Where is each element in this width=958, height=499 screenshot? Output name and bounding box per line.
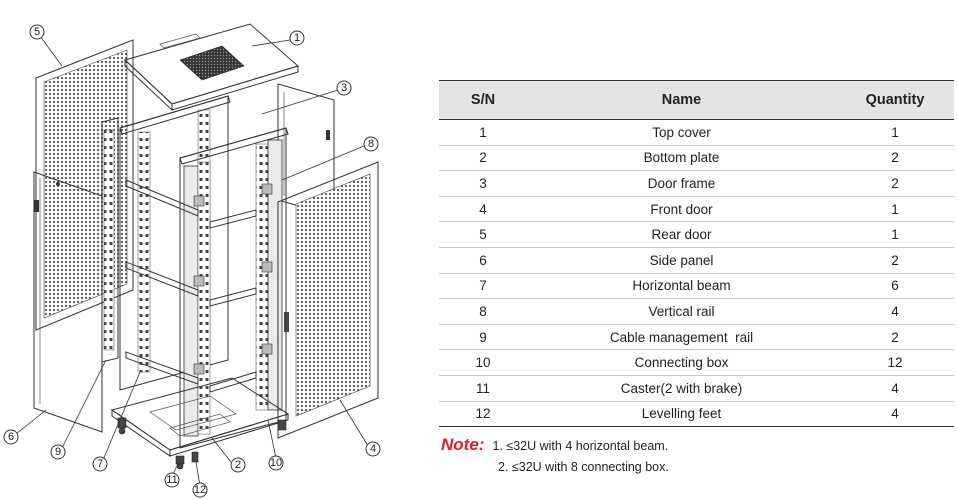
note-label: Note: [441,435,485,454]
cell-quantity: 6 [836,273,954,300]
bottom-plate [110,377,290,457]
cell-quantity: 4 [836,401,954,428]
cell-sn: 2 [439,145,527,172]
svg-text:6: 6 [8,431,14,443]
horizontal-beams [125,179,257,393]
cell-sn: 4 [439,196,527,223]
cell-name: Cable management rail [527,324,836,351]
cell-name: Bottom plate [527,145,836,172]
callout-10: 10 [268,455,284,471]
callout-12: 12 [192,482,208,498]
svg-text:12: 12 [194,484,206,496]
svg-text:7: 7 [97,458,103,470]
cell-sn: 9 [439,324,527,351]
cell-quantity: 12 [836,349,954,376]
svg-text:3: 3 [341,82,347,94]
header-quantity: Quantity [836,80,954,120]
cell-sn: 6 [439,247,527,274]
callout-9: 9 [50,444,66,460]
cell-sn: 1 [439,119,527,146]
header-sn: S/N [439,80,527,120]
cell-sn: 7 [439,273,527,300]
front-door [277,161,379,439]
callout-8: 8 [363,136,379,152]
cell-sn: 8 [439,298,527,325]
cell-quantity: 1 [836,196,954,223]
cell-name: Rear door [527,221,836,248]
cell-quantity: 1 [836,221,954,248]
cell-sn: 11 [439,375,527,402]
svg-text:11: 11 [166,474,177,486]
svg-text:1: 1 [294,32,300,44]
callout-2: 2 [230,457,246,473]
cell-quantity: 2 [836,170,954,197]
cell-sn: 12 [439,401,527,428]
cell-quantity: 4 [836,298,954,325]
svg-text:8: 8 [368,138,374,150]
svg-text:10: 10 [270,457,282,469]
rear-frame [119,95,231,391]
svg-text:9: 9 [55,446,61,458]
header-name: Name [527,80,836,120]
cell-name: Caster(2 with brake) [527,375,836,402]
side-panel [33,171,103,433]
cell-sn: 10 [439,349,527,376]
note-text-2: 2. ≤32U with 8 connecting box. [498,460,669,474]
cell-name: Vertical rail [527,298,836,325]
cell-quantity: 2 [836,247,954,274]
connecting-boxes [193,183,273,375]
cell-quantity: 2 [836,324,954,351]
cell-name: Levelling feet [527,401,836,428]
callout-7: 7 [92,456,108,472]
cell-name: Connecting box [527,349,836,376]
cell-quantity: 4 [836,375,954,402]
callout-6: 6 [3,429,19,445]
note-block: Note: 1. ≤32U with 4 horizontal beam. 2. … [441,434,669,478]
svg-text:2: 2 [235,459,241,471]
svg-text:4: 4 [370,443,376,455]
cell-name: Door frame [527,170,836,197]
cell-name: Front door [527,196,836,223]
callout-11: 11 [164,472,180,488]
cell-name: Top cover [527,119,836,146]
callout-5: 5 [29,24,45,40]
cabinet-exploded-diagram: 1 2 3 4 5 6 7 8 9 10 11 12 [3,23,381,498]
cell-sn: 3 [439,170,527,197]
note-text-1: 1. ≤32U with 4 horizontal beam. [492,439,669,453]
cell-sn: 5 [439,221,527,248]
callout-4: 4 [365,441,381,457]
cell-quantity: 1 [836,119,954,146]
callout-1: 1 [289,30,305,46]
callout-3: 3 [336,80,352,96]
table-header-row: S/N Name Quantity [439,80,954,120]
cable-management-rail [101,117,119,363]
leader-lines [15,35,369,487]
casters-and-feet [117,417,287,470]
top-cover [124,23,300,112]
cell-name: Horizontal beam [527,273,836,300]
svg-text:5: 5 [34,26,40,38]
note-line-1: Note: 1. ≤32U with 4 horizontal beam. [441,434,669,456]
cell-quantity: 2 [836,145,954,172]
cell-name: Side panel [527,247,836,274]
